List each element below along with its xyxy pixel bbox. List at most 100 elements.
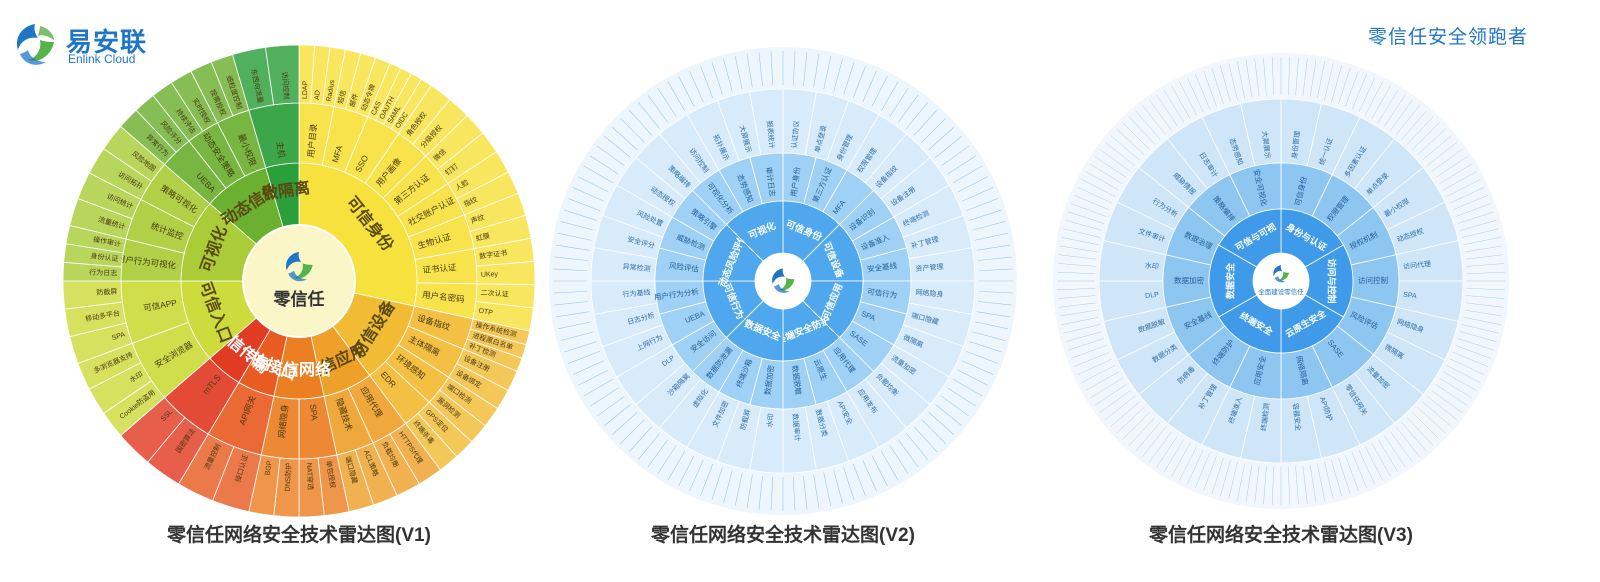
outer-tick [647, 439, 669, 468]
outer-tick [1254, 465, 1260, 504]
outer-tick [871, 75, 888, 107]
outer-tick [1073, 195, 1110, 211]
outer-tick [620, 118, 645, 143]
outer-tick [862, 70, 877, 103]
outer-tick [1449, 186, 1485, 204]
outer-tick [1317, 61, 1325, 99]
outer-tick [978, 268, 1013, 272]
outer-tick [1237, 463, 1245, 501]
outer-tick [813, 53, 820, 88]
outer-tick [589, 155, 619, 175]
outer-tick [700, 463, 714, 496]
outer-tick [1122, 412, 1150, 440]
outer-tick [1195, 452, 1211, 489]
outer-tick [897, 439, 919, 468]
outer-tick [889, 445, 909, 475]
outer-tick [1203, 455, 1217, 492]
outer-tick [560, 221, 594, 231]
outer-tick [1459, 219, 1497, 231]
outer-tick [1116, 128, 1145, 155]
outer-tick [961, 360, 994, 375]
outer-tick [941, 395, 970, 417]
outer-tick [1412, 122, 1440, 150]
outer-tick [1110, 135, 1140, 161]
outer-tick [843, 62, 855, 95]
outer-tick [921, 118, 946, 143]
outer-tick [1412, 412, 1440, 440]
outer-tick [689, 70, 704, 103]
outer-tick [734, 55, 743, 90]
outer-tick [1245, 464, 1253, 503]
outer-tick [1417, 128, 1446, 155]
center-label: 全面建设零信任 [1258, 287, 1304, 296]
outer-tick [596, 395, 625, 417]
radar-chart-v3-svg: 身份管理统一认证多因素认证单点登录最小权限动态授权访问代理SPA网络隐身微隔离流… [1053, 53, 1509, 509]
item-label: Radius [326, 79, 337, 102]
outer-tick [1058, 254, 1097, 260]
item-segment [264, 44, 300, 106]
outer-tick [1439, 163, 1473, 185]
outer-tick [1331, 459, 1343, 497]
outer-tick [1211, 67, 1224, 105]
outer-tick [1099, 149, 1131, 172]
outer-tick [1465, 254, 1504, 260]
outer-tick [978, 290, 1013, 294]
outer-tick [1061, 237, 1099, 245]
outer-tick [803, 52, 808, 87]
outer-tick [1128, 116, 1155, 145]
outer-tick [1463, 317, 1501, 325]
outer-tick [965, 350, 998, 364]
outer-tick [1422, 135, 1452, 161]
outer-tick [1377, 439, 1399, 473]
outer-tick [1116, 407, 1145, 434]
outer-tick [1345, 455, 1359, 492]
outer-tick [1057, 271, 1096, 274]
outer-tick [977, 256, 1012, 261]
outer-tick [1452, 351, 1489, 367]
outer-tick [1059, 245, 1098, 253]
outer-tick [1446, 179, 1481, 197]
item-label: 行为日志 [89, 268, 117, 278]
outer-tick [1156, 94, 1178, 127]
outer-tick [1338, 67, 1351, 105]
outer-tick [1081, 365, 1116, 383]
outer-tick [961, 187, 994, 202]
item-label: LDAP [302, 80, 310, 99]
outer-tick [678, 75, 695, 107]
outer-tick [1179, 81, 1197, 116]
third-label: SPA [1403, 292, 1418, 301]
outer-tick [604, 404, 631, 426]
subcategory-label: 用户名密码 [422, 290, 465, 305]
outer-tick [734, 472, 743, 507]
radar-chart-v2-svg: 认证协议单点登录身份管理权限管理设备指纹设备注册终端检测补丁管理资产管理网络隐身… [549, 47, 1017, 515]
outer-tick [1395, 426, 1420, 458]
subcategory-label: 证书认证 [422, 262, 457, 275]
outer-tick [1461, 228, 1499, 238]
enlink-swirl-logo-icon [16, 24, 54, 65]
outer-tick [1073, 351, 1110, 367]
outer-tick [1407, 417, 1434, 446]
outer-tick [1466, 295, 1505, 299]
brand-slogan: 零信任安全领跑者 [1367, 27, 1528, 48]
outer-tick [1077, 358, 1113, 376]
outer-tick [1057, 288, 1096, 291]
outer-tick [941, 145, 970, 167]
outer-tick [1407, 116, 1434, 145]
outer-tick [913, 109, 938, 136]
outer-tick [1466, 263, 1505, 267]
item-label: OTP [478, 308, 494, 317]
outer-tick [1443, 171, 1477, 191]
outer-tick [638, 433, 660, 460]
inner-segment [1218, 208, 1282, 268]
outer-tick [667, 450, 686, 481]
outer-tick [560, 331, 594, 341]
second-label: 风险评估 [668, 260, 700, 274]
outer-tick [589, 387, 619, 407]
outer-tick [952, 378, 983, 397]
outer-tick [711, 467, 723, 500]
outer-tick [928, 411, 955, 436]
outer-tick [1171, 443, 1191, 477]
brand-name-cn: 易安联 [66, 27, 148, 57]
outer-tick [1358, 77, 1376, 113]
outer-tick [1142, 426, 1167, 458]
